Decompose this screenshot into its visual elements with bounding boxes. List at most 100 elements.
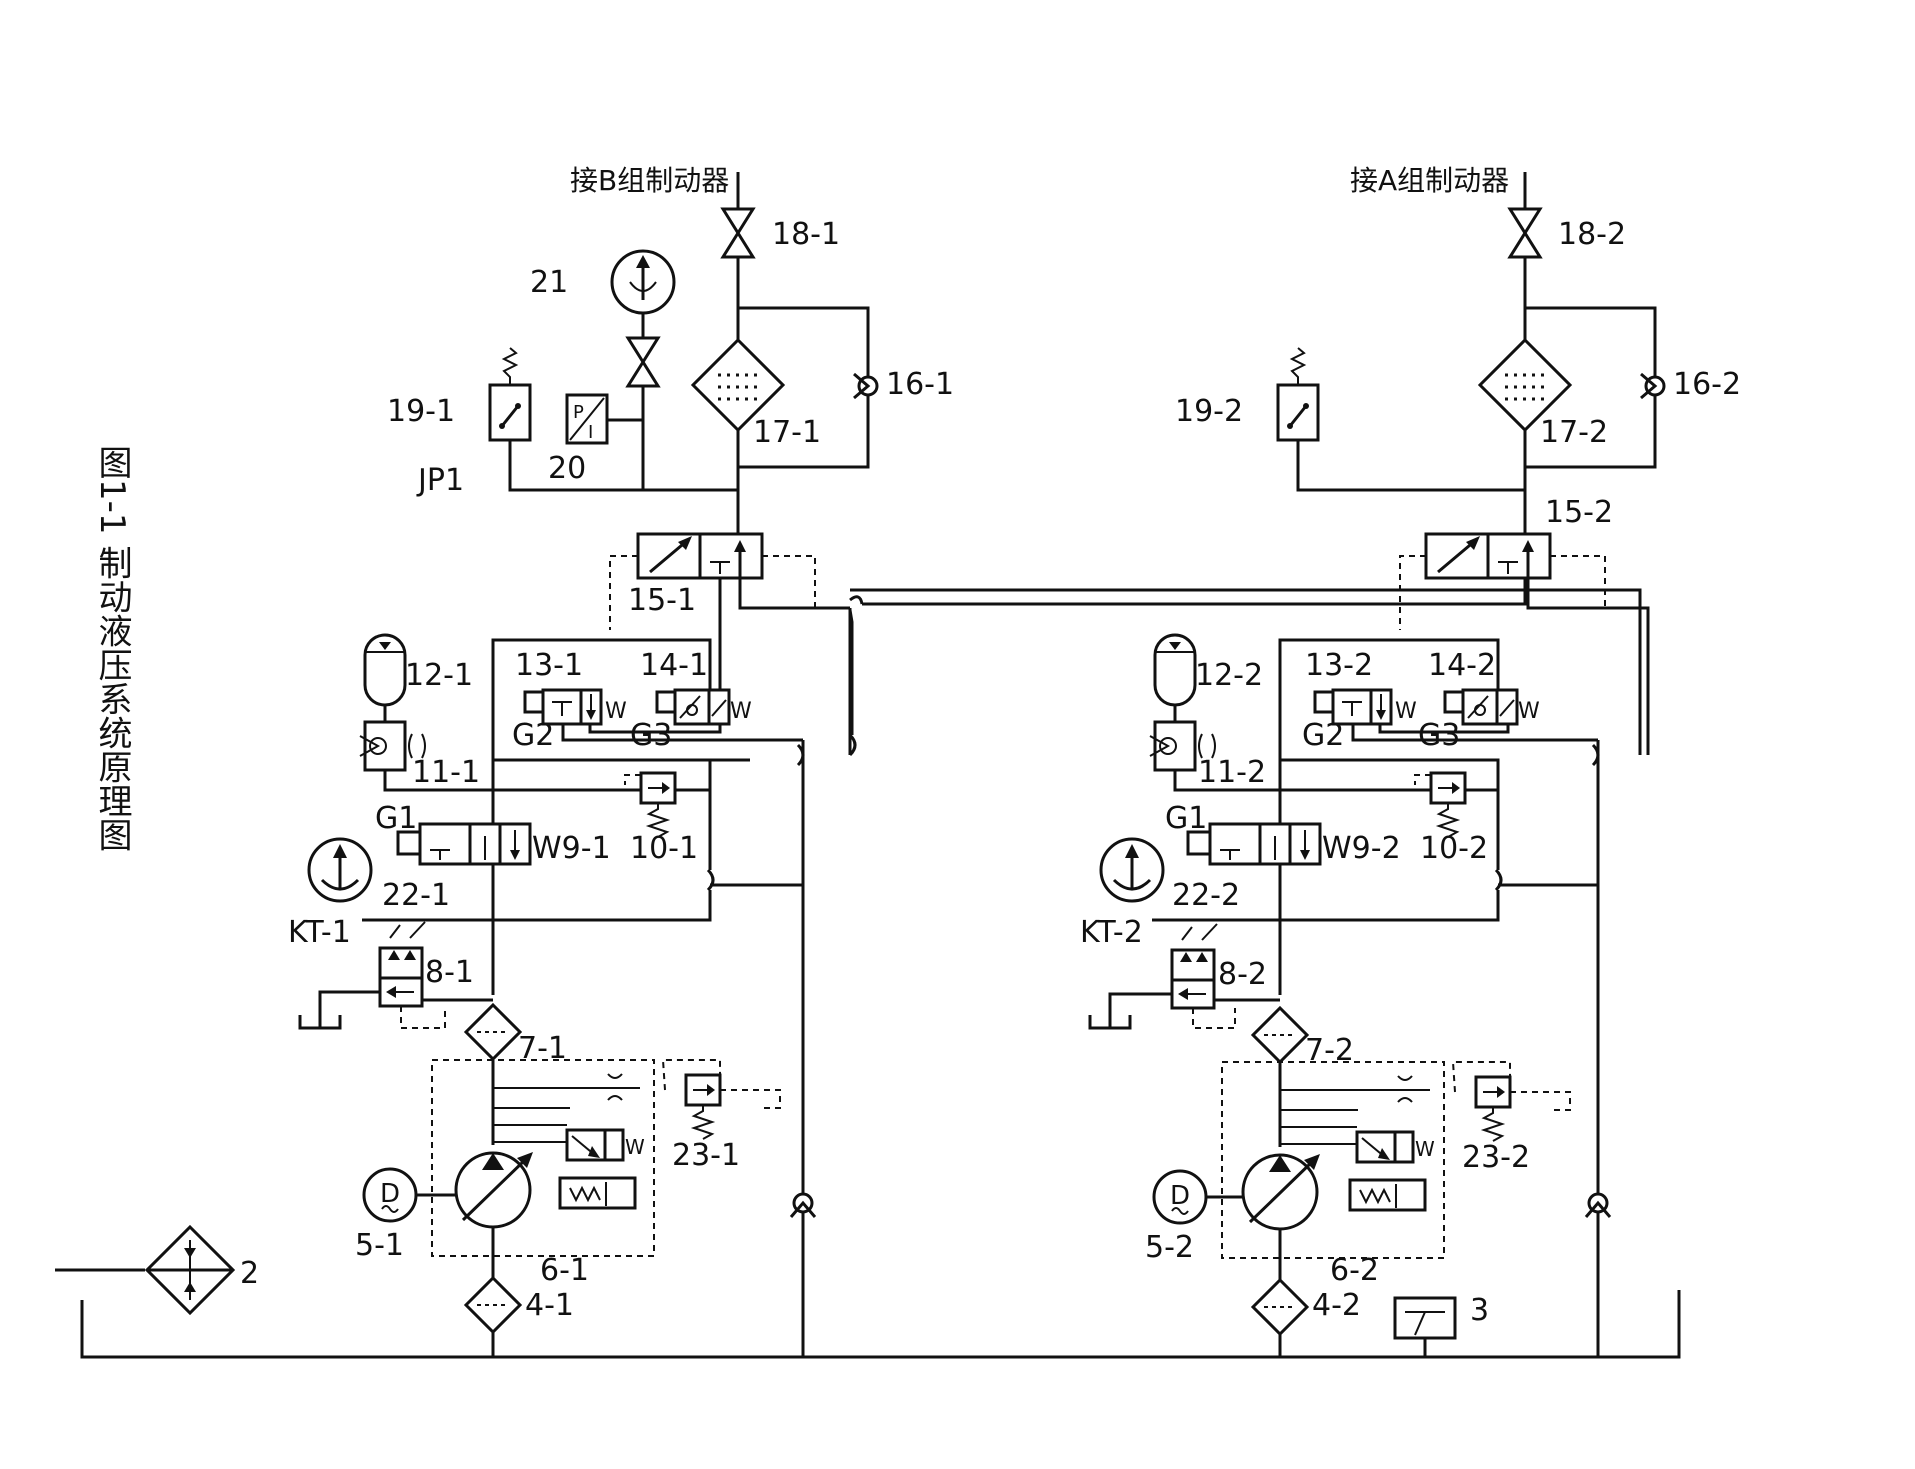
ball-valve-icon bbox=[1508, 207, 1542, 259]
pump-icon bbox=[1241, 1152, 1322, 1231]
pump-unit-frame bbox=[431, 1059, 655, 1257]
label-13-1: 13-1 bbox=[515, 648, 583, 683]
label-17-1: 17-1 bbox=[753, 415, 821, 450]
label-w9-1: W9-1 bbox=[532, 831, 611, 866]
svg-text:W: W bbox=[730, 699, 752, 724]
label-15-1: 15-1 bbox=[628, 583, 696, 618]
filter-icon bbox=[464, 1003, 522, 1061]
label-10-2: 10-2 bbox=[1420, 831, 1488, 866]
label-8-1: 8-1 bbox=[425, 955, 474, 990]
diagram-title: 图1-1 制动液压系统原理图 bbox=[92, 445, 132, 851]
solenoid-valve-13-2: W bbox=[1313, 688, 1417, 726]
svg-text:P: P bbox=[573, 402, 584, 423]
motor-icon bbox=[1152, 1169, 1208, 1225]
label-22-1: 22-1 bbox=[382, 878, 450, 913]
solenoid-valve-8-2 bbox=[1170, 923, 1236, 1029]
label-11-1: 11-1 bbox=[412, 755, 480, 790]
solenoid-valve-13-1: W bbox=[523, 688, 627, 726]
pilot-valve-icon bbox=[1355, 1130, 1397, 1164]
label-13-2: 13-2 bbox=[1305, 648, 1373, 683]
svg-text:W: W bbox=[1415, 1137, 1435, 1161]
filter-icon bbox=[1251, 1278, 1309, 1336]
label-16-2: 16-2 bbox=[1673, 367, 1741, 402]
pressure-gauge-icon bbox=[1099, 837, 1165, 903]
circuit-1: 接B组制动器 18-1 16-1 17-1 21 P I 20 19-1 JP1 bbox=[288, 164, 954, 1357]
solenoid-valve-w9-1 bbox=[396, 822, 532, 866]
label-jp1: JP1 bbox=[416, 463, 464, 498]
label-21: 21 bbox=[530, 265, 568, 300]
label-6-2: 6-2 bbox=[1330, 1253, 1379, 1288]
label-23-2: 23-2 bbox=[1462, 1140, 1530, 1175]
label-18-1: 18-1 bbox=[772, 217, 840, 252]
label-14-2: 14-2 bbox=[1428, 648, 1496, 683]
label-g1: G1 bbox=[1165, 801, 1207, 836]
label-6-1: 6-1 bbox=[540, 1253, 589, 1288]
svg-text:I: I bbox=[588, 422, 593, 443]
label-g2: G2 bbox=[512, 718, 554, 753]
cooler-label: 2 bbox=[240, 1256, 259, 1291]
heat-exchanger-icon bbox=[144, 1224, 236, 1316]
svg-text:W: W bbox=[1395, 699, 1417, 724]
circuit-2: 接A组制动器 18-2 16-2 17-2 19-2 15-2 12-2 bbox=[1080, 164, 1741, 1357]
label-g3: G3 bbox=[630, 718, 672, 753]
label-16-1: 16-1 bbox=[886, 367, 954, 402]
label-5-2: 5-2 bbox=[1145, 1230, 1194, 1265]
label-11-2: 11-2 bbox=[1198, 755, 1266, 790]
outlet-b-label: 接B组制动器 bbox=[570, 164, 729, 197]
outlet-a-label: 接A组制动器 bbox=[1350, 164, 1509, 197]
check-valve-icon bbox=[852, 372, 879, 400]
label-5-1: 5-1 bbox=[355, 1228, 404, 1263]
label-8-2: 8-2 bbox=[1218, 957, 1267, 992]
label-4-2: 4-2 bbox=[1312, 1288, 1361, 1323]
solenoid-valve-8-1 bbox=[378, 921, 446, 1029]
svg-text:W: W bbox=[1518, 699, 1540, 724]
relief-valve-icon bbox=[1429, 771, 1467, 839]
label-20: 20 bbox=[548, 451, 586, 486]
pilot-valve-icon bbox=[565, 1128, 607, 1162]
pressure-gauge-icon bbox=[307, 837, 373, 903]
accumulator-icon bbox=[1153, 633, 1197, 707]
pump-icon bbox=[454, 1150, 535, 1229]
solenoid-valve-w9-2 bbox=[1186, 822, 1322, 866]
label-g1: G1 bbox=[375, 801, 417, 836]
label-w9-2: W9-2 bbox=[1322, 831, 1401, 866]
label-10-1: 10-1 bbox=[630, 831, 698, 866]
label-19-2: 19-2 bbox=[1175, 394, 1243, 429]
label-12-1: 12-1 bbox=[405, 658, 473, 693]
solenoid-valve-14-1: W bbox=[655, 688, 752, 726]
label-g3: G3 bbox=[1418, 718, 1460, 753]
pressure-switch-icon bbox=[488, 346, 532, 442]
label-g2: G2 bbox=[1302, 718, 1344, 753]
relief-valve-icon bbox=[639, 771, 677, 839]
accumulator-icon bbox=[363, 633, 407, 707]
motor-icon bbox=[362, 1167, 418, 1223]
label-14-1: 14-1 bbox=[640, 648, 708, 683]
filter-icon bbox=[464, 1276, 522, 1334]
cross-connection bbox=[849, 578, 1642, 755]
label-19-1: 19-1 bbox=[387, 394, 455, 429]
label-23-1: 23-1 bbox=[672, 1138, 740, 1173]
tank-return-line bbox=[55, 1268, 1681, 1359]
ball-valve-icon bbox=[626, 336, 660, 388]
valve-15-2 bbox=[1399, 532, 1606, 630]
svg-text:W: W bbox=[625, 1135, 645, 1159]
svg-text:W: W bbox=[605, 699, 627, 724]
label-kt-1: KT-1 bbox=[288, 915, 351, 950]
filter-icon bbox=[1251, 1006, 1309, 1064]
label-12-2: 12-2 bbox=[1195, 658, 1263, 693]
valve-15-1 bbox=[609, 532, 816, 630]
pump-unit-frame bbox=[1221, 1061, 1445, 1259]
check-valve-icon bbox=[1639, 372, 1666, 400]
solenoid-valve-14-2: W bbox=[1443, 688, 1540, 726]
thermometer-label: 3 bbox=[1470, 1293, 1489, 1328]
thermometer-icon bbox=[1393, 1296, 1457, 1357]
pressure-switch-icon bbox=[1276, 346, 1320, 442]
label-15-2: 15-2 bbox=[1545, 495, 1613, 530]
ball-valve-icon bbox=[721, 207, 755, 259]
label-4-1: 4-1 bbox=[525, 1288, 574, 1323]
label-kt-2: KT-2 bbox=[1080, 915, 1143, 950]
relief-valve-icon bbox=[1474, 1075, 1512, 1143]
label-17-2: 17-2 bbox=[1540, 415, 1608, 450]
label-18-2: 18-2 bbox=[1558, 217, 1626, 252]
